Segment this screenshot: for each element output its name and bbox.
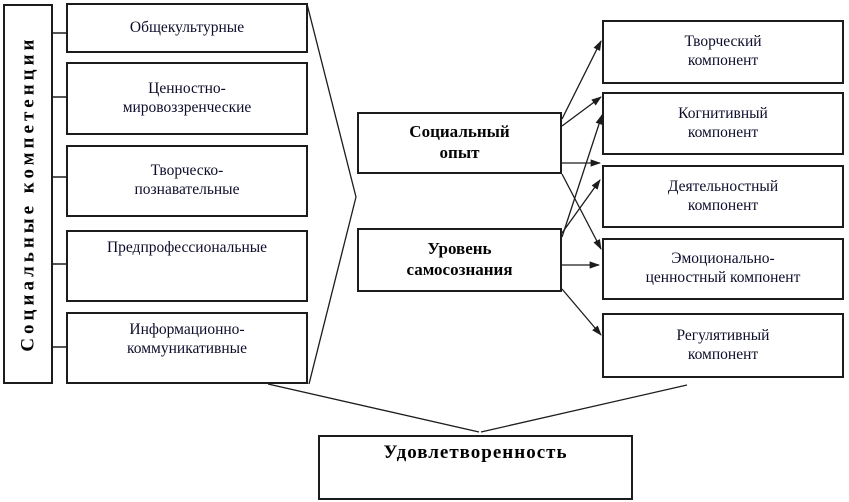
competency-label: Предпрофессиональные: [106, 239, 268, 256]
component-label: Регулятивный компонент: [676, 326, 770, 363]
competency-box-preprofessional: Предпрофессиональные: [66, 230, 308, 302]
competency-label: Информационно- коммуникативные: [127, 321, 247, 357]
connector-stubs: [52, 32, 66, 348]
satisfaction-label: Удовлетворенность: [383, 442, 568, 463]
component-label: Когнитивный компонент: [678, 104, 768, 141]
factor-label: Уровень самосознания: [406, 239, 513, 279]
component-box-activity: Деятельностный компонент: [602, 165, 844, 228]
satisfaction-box: Удовлетворенность: [318, 435, 633, 500]
social-competencies-label-box: Социальные компетенции: [3, 4, 53, 384]
component-label: Творческий компонент: [684, 33, 762, 69]
competency-box-general-cultural: Общекультурные: [66, 3, 308, 53]
competency-label: Ценностно- мировоззренческие: [122, 79, 252, 116]
social-competencies-label: Социальные компетенции: [17, 35, 39, 353]
factor-label: Социальный опыт: [409, 122, 510, 162]
component-box-cognitive: Когнитивный компонент: [602, 92, 844, 155]
funnel-lines: [267, 383, 688, 433]
arrows-social-experience: [561, 40, 602, 250]
component-box-regulative: Регулятивный компонент: [602, 313, 844, 378]
component-label: Деятельностный компонент: [667, 177, 779, 214]
competency-label: Общекультурные: [129, 18, 245, 36]
arrows-self-awareness: [561, 114, 603, 336]
component-box-emotional-value: Эмоционально- ценностный компонент: [602, 238, 844, 300]
component-label: Эмоционально- ценностный компонент: [645, 250, 801, 286]
factor-box-self-awareness: Уровень самосознания: [357, 228, 562, 292]
competency-box-information-communicative: Информационно- коммуникативные: [66, 312, 308, 384]
left-brace-lines: [306, 3, 357, 385]
competency-box-value-worldview: Ценностно- мировоззренческие: [66, 62, 308, 135]
factor-box-social-experience: Социальный опыт: [357, 112, 562, 174]
competency-label: Творческо- познавательные: [134, 162, 240, 198]
competency-box-creative-cognitive: Творческо- познавательные: [66, 145, 308, 217]
component-box-creative: Творческий компонент: [602, 20, 844, 84]
